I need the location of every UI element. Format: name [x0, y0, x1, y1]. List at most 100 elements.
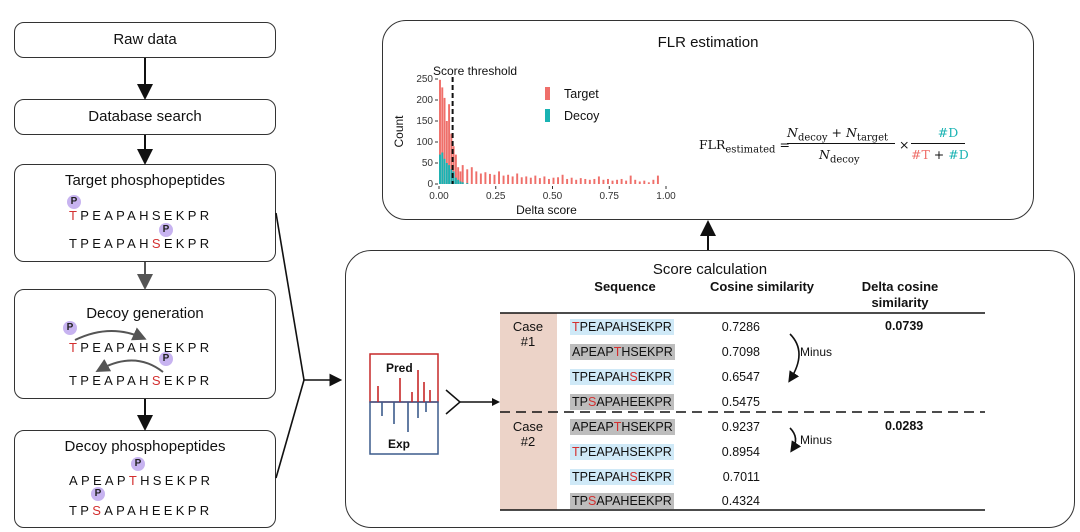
decoy-bar	[454, 177, 457, 184]
col-cosine: Cosine similarity	[709, 279, 815, 294]
target-bar	[538, 178, 541, 184]
formula-denominator: Ndecoy	[819, 147, 860, 166]
table-row: TPEAPAHSEKPR	[570, 444, 674, 460]
table-row: APEAPTHSEKPR	[570, 419, 675, 435]
case-2-label: Case#2	[512, 419, 544, 449]
decoy-title: Decoy phosphopeptides	[64, 438, 226, 455]
target-bar	[579, 178, 582, 184]
target-title: Target phosphopeptides	[64, 172, 226, 189]
y-axis-label: Count	[392, 115, 406, 148]
decoy-bar	[439, 154, 441, 184]
decoy-bar	[450, 169, 453, 184]
target-bar	[525, 176, 528, 184]
target-bar	[607, 178, 609, 184]
target-bar	[611, 180, 614, 184]
decoy-bar	[448, 165, 451, 184]
target-bar	[516, 173, 519, 184]
spectrum-comparison	[369, 353, 500, 455]
target-bar	[570, 177, 573, 184]
pred-label: Pred	[386, 361, 413, 375]
target-bar	[439, 79, 441, 184]
target-bar	[557, 177, 560, 184]
phospho-icon: P	[159, 352, 173, 366]
decoy-bar	[461, 182, 464, 184]
x-tick-label: 0.75	[600, 191, 620, 202]
target-bar	[634, 179, 637, 184]
formula-numerator: Ndecoy + Ntarget	[787, 125, 889, 144]
legend-swatch	[545, 87, 550, 100]
cosine-value: 0.9237	[721, 420, 760, 434]
target-bar	[454, 154, 457, 184]
target-bar	[484, 172, 487, 184]
target-bar	[647, 182, 650, 184]
raw-data-label: Raw data	[113, 31, 177, 48]
minus-label: Minus	[800, 345, 833, 359]
target-bar	[643, 180, 646, 184]
database-search-box: Database search	[14, 99, 276, 135]
target-bar	[448, 104, 451, 184]
cosine-value: 0.7011	[722, 470, 760, 484]
phospho-icon: P	[63, 321, 77, 335]
phospho-icon: P	[91, 487, 105, 501]
y-tick-label: 150	[416, 116, 433, 127]
target-bar	[450, 133, 453, 184]
target-bar	[561, 174, 564, 184]
score-threshold-label: Score threshold	[433, 64, 517, 78]
x-tick-label: 0.50	[543, 191, 563, 202]
target-bar	[534, 175, 537, 184]
target-bar	[629, 175, 632, 184]
cosine-value: 0.4324	[721, 494, 760, 508]
target-bar	[441, 87, 444, 184]
table-row: APEAPTHSEKPR	[570, 344, 675, 360]
legend-swatch	[545, 109, 550, 122]
score-calculation-box: Score calculation	[345, 250, 1075, 528]
decoy-bar	[457, 179, 460, 184]
legend-label: Decoy	[564, 109, 600, 123]
target-bar	[620, 178, 623, 184]
database-search-label: Database search	[88, 108, 202, 125]
flr-formula: FLRestimated = Ndecoy + Ntarget Ndecoy ×…	[699, 125, 969, 166]
x-axis-label: Delta score	[516, 203, 577, 217]
target-bar	[593, 178, 596, 184]
target-bar	[502, 175, 505, 184]
target-bar	[616, 179, 619, 184]
cosine-value: 0.8954	[721, 445, 760, 459]
phospho-icon: P	[131, 457, 145, 471]
target-bar	[575, 179, 578, 184]
decoy-peptide-2: TPSAPAHEEKPR	[69, 503, 213, 518]
y-tick-label: 50	[422, 158, 434, 169]
cosine-value: 0.6547	[721, 370, 760, 384]
col-delta-2: similarity	[871, 295, 929, 310]
legend-label: Target	[564, 87, 599, 101]
cosine-value: 0.7098	[721, 345, 760, 359]
target-phosphopeptides-box: Target phosphopeptides P TPEAPAHSEKPR P …	[14, 164, 276, 262]
col-sequence: Sequence	[594, 279, 656, 294]
x-tick-label: 0.00	[429, 191, 449, 202]
table-row: TPEAPAHSEKPR	[570, 369, 674, 385]
y-tick-label: 100	[416, 137, 433, 148]
target-bar	[470, 167, 473, 184]
decoy-bar	[445, 163, 448, 184]
target-bar	[547, 178, 550, 184]
y-tick-label: 250	[416, 74, 433, 85]
table-row: TPEAPAHSEKPR	[570, 469, 674, 485]
target-bar	[511, 176, 514, 184]
target-peptide-1: TPEAPAHSEKPR	[69, 208, 213, 223]
target-bar	[461, 165, 464, 184]
decoy-phosphopeptides-box: Decoy phosphopeptides P APEAPTHSEKPR P T…	[14, 430, 276, 528]
table-row: TPSAPAHEEKPR	[570, 493, 674, 509]
phospho-icon: P	[159, 223, 173, 237]
cosine-value: 0.7286	[721, 320, 760, 334]
case-2-delta: 0.0283	[885, 419, 924, 433]
table-row: TPEAPAHSEKPR	[570, 319, 674, 335]
target-bar	[459, 171, 462, 184]
target-peptide-2: TPEAPAHSEKPR	[69, 236, 213, 251]
decoy-gen-peptide-2: TPEAPAHSEKPR	[69, 373, 213, 388]
score-title: Score calculation	[652, 261, 768, 278]
target-bar	[625, 180, 628, 184]
decoy-peptide-1: APEAPTHSEKPR	[69, 473, 214, 488]
case-1-delta: 0.0739	[885, 319, 924, 333]
